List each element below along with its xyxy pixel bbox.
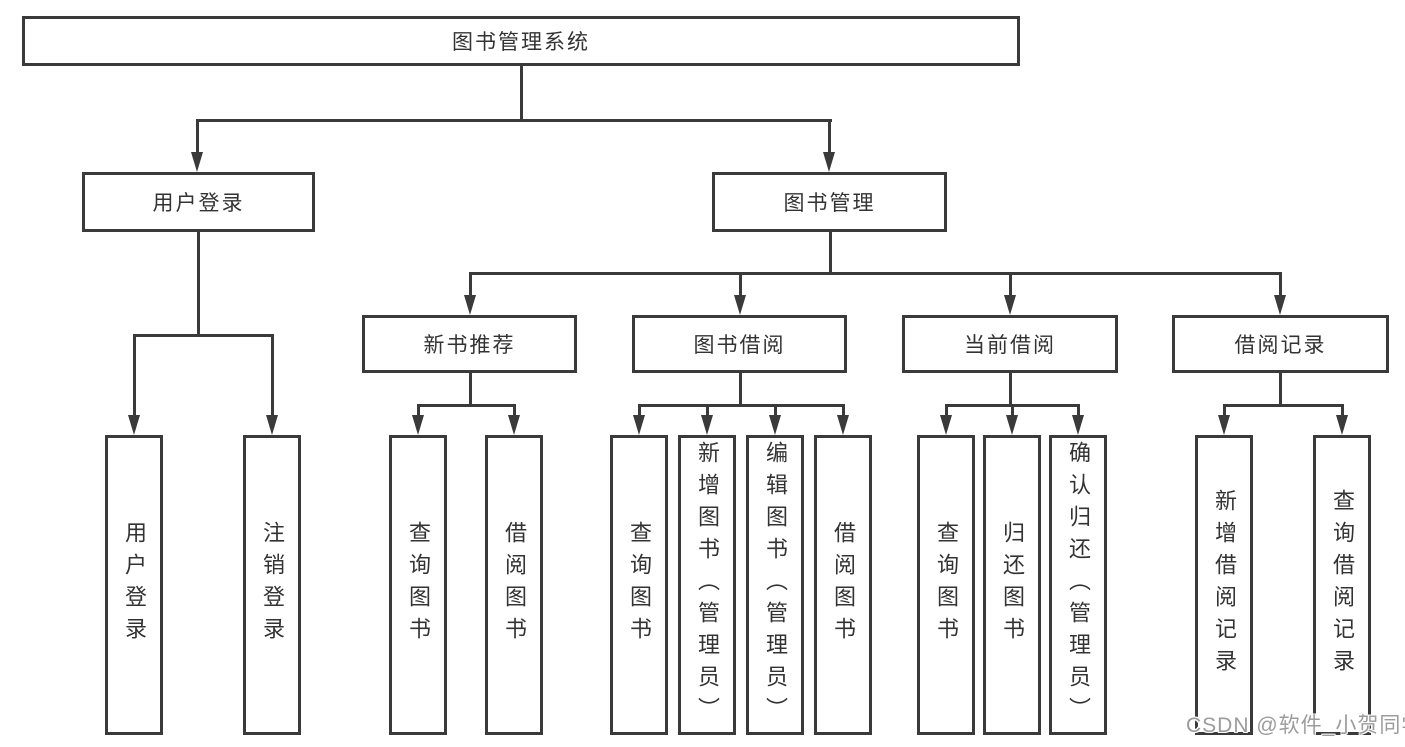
connector-line	[513, 405, 516, 415]
connector-line	[469, 373, 472, 405]
connector-line	[1011, 405, 1014, 415]
connector-line	[196, 119, 832, 122]
arrowhead-down-icon	[837, 415, 849, 435]
arrowhead-down-icon	[508, 415, 520, 435]
leaf-user-login: 用户登录	[105, 435, 163, 735]
leaf-query-books-recommend: 查询图书	[389, 435, 447, 735]
connector-line	[638, 405, 641, 415]
leaf-add-book-admin: 新增图书（管理员）	[678, 435, 736, 735]
arrowhead-down-icon	[1274, 295, 1286, 315]
node-borrowing-records: 借阅记录	[1172, 315, 1389, 373]
connector-line	[739, 273, 742, 295]
arrowhead-down-icon	[1006, 415, 1018, 435]
connector-line	[829, 232, 832, 273]
connector-line	[520, 66, 523, 120]
leaf-return-books: 归还图书	[983, 435, 1041, 735]
leaf-borrow-books-borrowing: 借阅图书	[814, 435, 872, 735]
leaf-confirm-return-admin: 确认归还（管理员）	[1049, 435, 1107, 735]
node-book-borrowing: 图书借阅	[632, 315, 847, 373]
arrowhead-down-icon	[823, 152, 835, 172]
connector-line	[1341, 405, 1344, 415]
arrowhead-down-icon	[701, 415, 713, 435]
connector-line	[197, 232, 200, 335]
arrowhead-down-icon	[633, 415, 645, 435]
connector-line	[739, 373, 742, 405]
connector-line	[638, 404, 845, 407]
connector-line	[1279, 373, 1282, 405]
arrowhead-down-icon	[1218, 415, 1230, 435]
connector-line	[469, 273, 472, 295]
connector-line	[1009, 273, 1012, 295]
arrowhead-down-icon	[1336, 415, 1348, 435]
connector-line	[945, 405, 948, 415]
node-library-management-system: 图书管理系统	[22, 16, 1020, 66]
connector-line	[828, 120, 831, 152]
connector-line	[133, 334, 274, 337]
arrowhead-down-icon	[1072, 415, 1084, 435]
connector-line	[469, 272, 1282, 275]
connector-line	[842, 405, 845, 415]
connector-line	[417, 404, 516, 407]
connector-line	[706, 405, 709, 415]
arrowhead-down-icon	[1004, 295, 1016, 315]
connector-line	[271, 335, 274, 415]
leaf-borrow-books-recommend: 借阅图书	[485, 435, 543, 735]
csdn-watermark: CSDN @软件_小贺同学	[1186, 714, 1405, 737]
node-book-management: 图书管理	[712, 172, 947, 232]
connector-line	[133, 335, 136, 415]
connector-line	[1223, 405, 1226, 415]
leaf-query-books-borrowing: 查询图书	[610, 435, 668, 735]
arrowhead-down-icon	[769, 415, 781, 435]
arrowhead-down-icon	[266, 415, 278, 435]
connector-line	[196, 120, 199, 152]
leaf-add-borrow-record: 新增借阅记录	[1195, 435, 1253, 735]
connector-line	[1077, 405, 1080, 415]
node-current-borrowing: 当前借阅	[902, 315, 1118, 373]
leaf-logout: 注销登录	[243, 435, 301, 735]
connector-line	[774, 405, 777, 415]
node-user-login: 用户登录	[82, 172, 315, 232]
connector-line	[1223, 404, 1344, 407]
leaf-edit-book-admin: 编辑图书（管理员）	[746, 435, 804, 735]
arrowhead-down-icon	[940, 415, 952, 435]
connector-line	[1009, 373, 1012, 405]
leaf-query-borrow-record: 查询借阅记录	[1313, 435, 1371, 735]
arrowhead-down-icon	[128, 415, 140, 435]
arrowhead-down-icon	[464, 295, 476, 315]
arrowhead-down-icon	[734, 295, 746, 315]
arrowhead-down-icon	[191, 152, 203, 172]
connector-line	[417, 405, 420, 415]
leaf-query-books-current: 查询图书	[917, 435, 975, 735]
arrowhead-down-icon	[412, 415, 424, 435]
node-new-book-recommendation: 新书推荐	[362, 315, 577, 373]
connector-line	[1279, 273, 1282, 295]
